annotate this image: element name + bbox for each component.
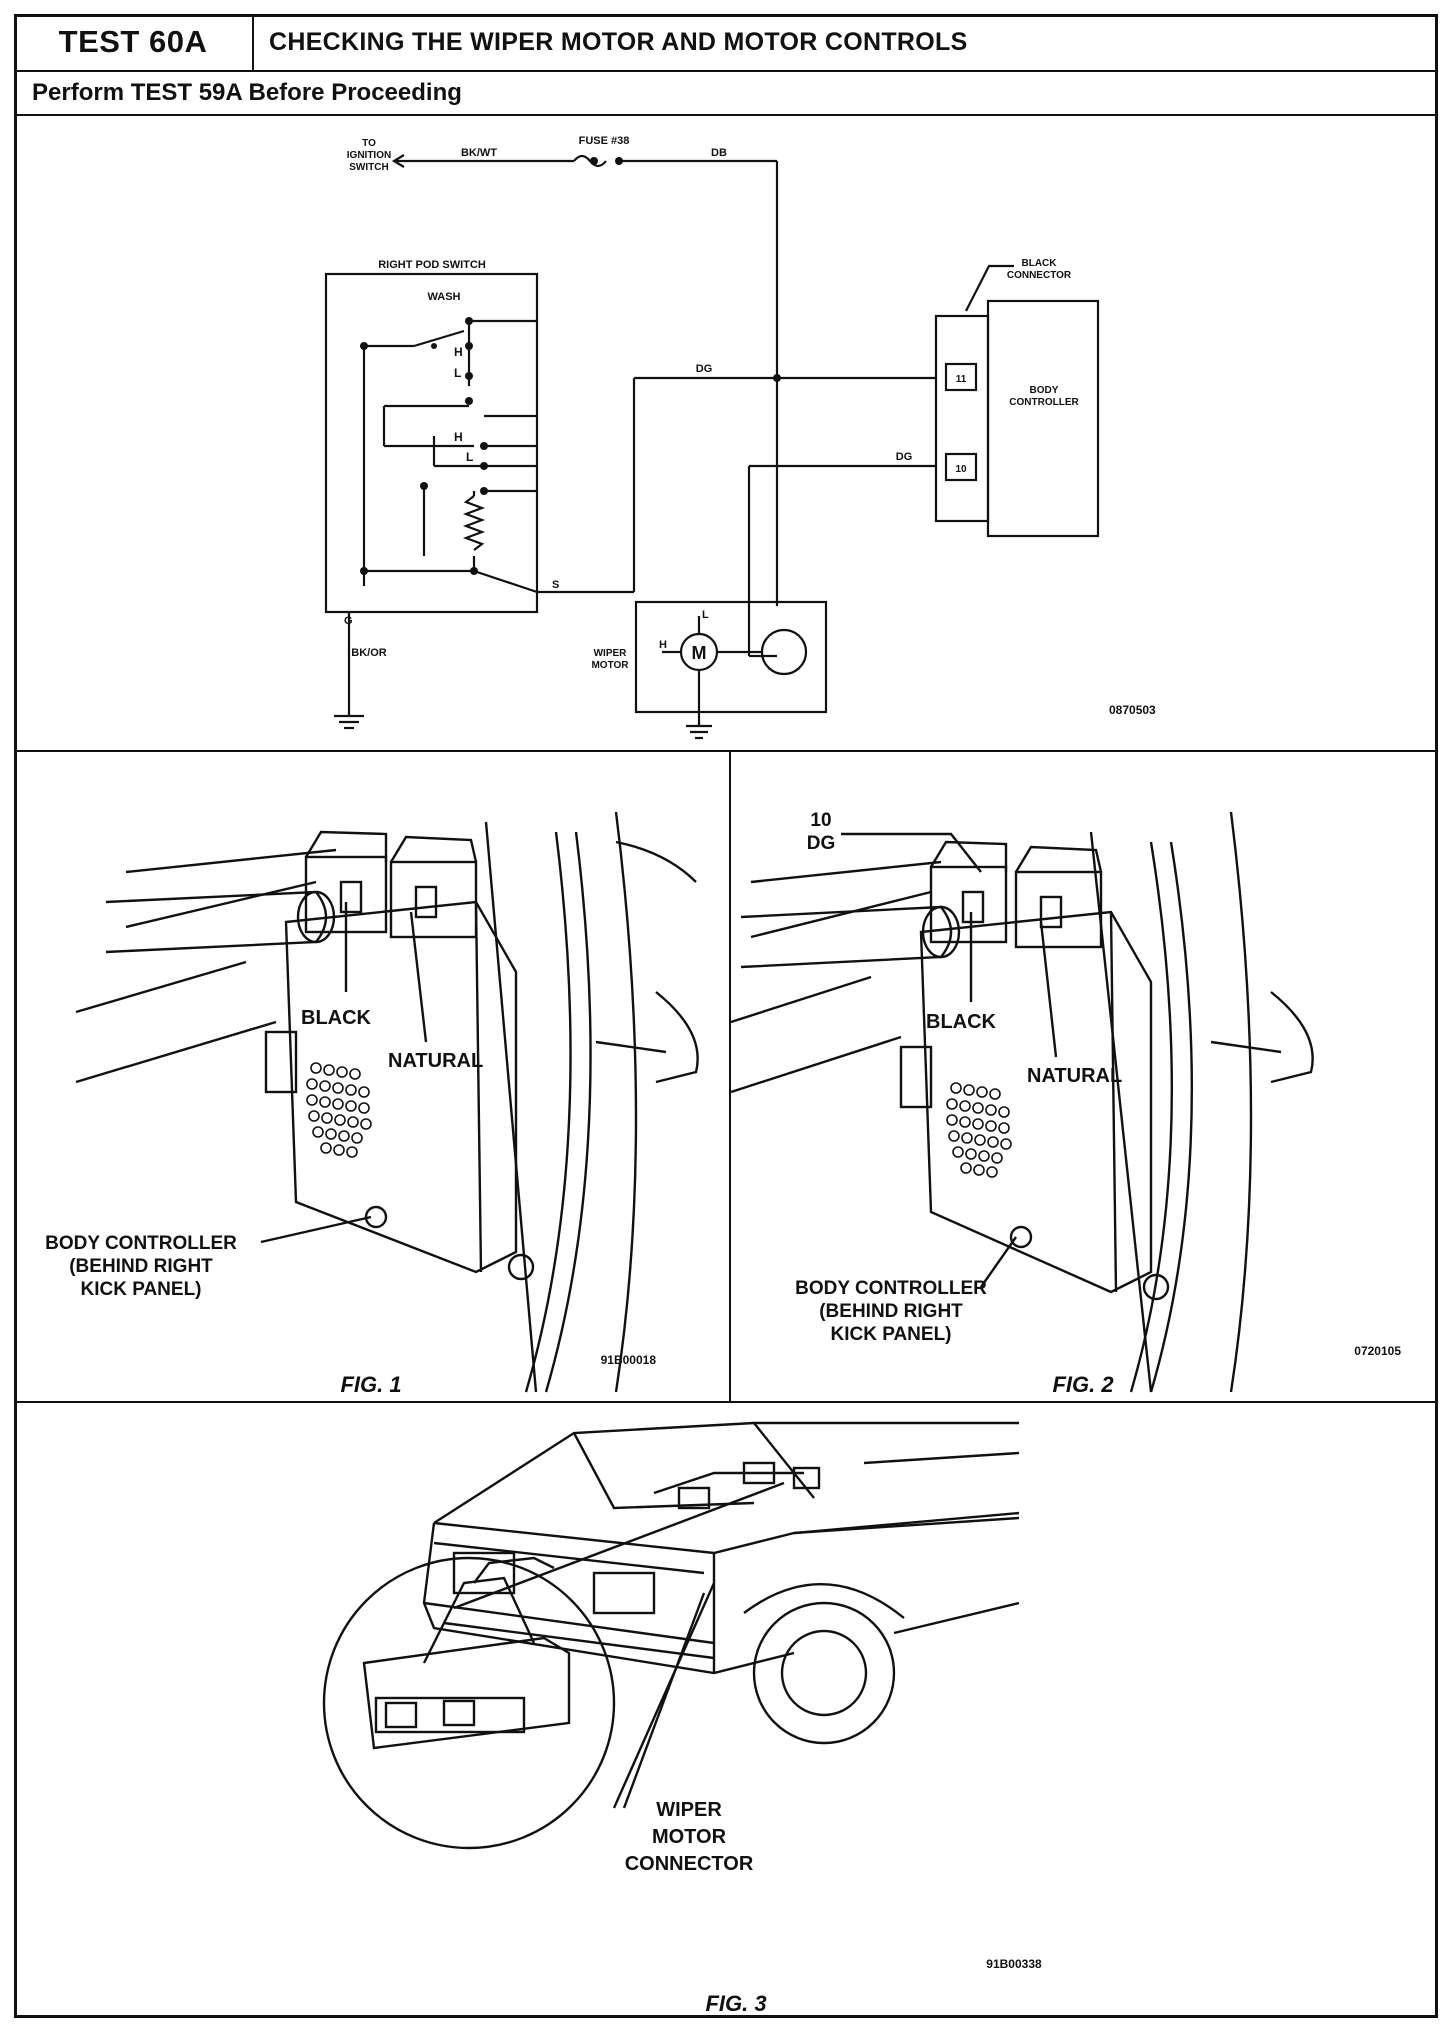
- test-title: CHECKING THE WIPER MOTOR AND MOTOR CONTR…: [269, 27, 968, 56]
- page-frame: [14, 14, 1438, 2018]
- fig1-callout-2: (BEHIND RIGHT: [69, 1256, 213, 1277]
- fig2-label-pin-10: 10: [810, 810, 831, 831]
- label-pin-s: S: [552, 579, 559, 591]
- label-h1: H: [454, 345, 463, 359]
- label-pin-11: 11: [956, 374, 967, 385]
- label-l2: L: [466, 450, 473, 464]
- label-fuse: FUSE #38: [579, 135, 630, 147]
- fig2-label-black: BLACK: [926, 1011, 997, 1033]
- divider-schematic: [14, 750, 1438, 752]
- label-body-controller-1: BODY: [1030, 385, 1059, 396]
- label-l1: L: [454, 366, 461, 380]
- fig1-caption: FIG. 1: [340, 1372, 401, 1397]
- label-wire-dg-low: DG: [896, 451, 913, 463]
- label-wiper-motor-1: WIPER: [594, 648, 628, 659]
- label-motor-h: H: [659, 639, 667, 651]
- label-bkor: BK/OR: [351, 647, 387, 659]
- divider-figs: [14, 1401, 1438, 1403]
- wiper-schematic: TO IGNITION SWITCH BK/WT FUSE #38 DB RIG…: [324, 135, 1156, 740]
- label-h2: H: [454, 430, 463, 444]
- label-wire-top: DB: [711, 147, 727, 159]
- fig1-callout-1: BODY CONTROLLER: [45, 1233, 237, 1254]
- label-motor-l: L: [702, 609, 709, 621]
- fig2-label-natural: NATURAL: [1027, 1065, 1122, 1087]
- fig2-label-dg: DG: [807, 833, 836, 854]
- header-row: TEST 60A CHECKING THE WIPER MOTOR AND MO…: [14, 14, 1438, 72]
- test-id: TEST 60A: [14, 14, 254, 70]
- fig3-label-2: MOTOR: [652, 1826, 727, 1848]
- label-to-ignition-3: SWITCH: [349, 162, 388, 173]
- label-right-pod-switch: RIGHT POD SWITCH: [378, 259, 486, 271]
- fig1-illustration: BLACK NATURAL BODY CONTROLLER (BEHIND RI…: [45, 811, 699, 1397]
- label-wash: WASH: [428, 291, 461, 303]
- fig2-callout-1: BODY CONTROLLER: [795, 1278, 987, 1299]
- schematic-code: 0870503: [1109, 703, 1156, 717]
- fig3-label-1: WIPER: [656, 1799, 722, 1821]
- fig1-label-black: BLACK: [301, 1007, 372, 1029]
- fig2-callout-3: KICK PANEL): [830, 1324, 951, 1345]
- label-wire-dg-mid: DG: [696, 363, 713, 375]
- label-to-ignition-2: IGNITION: [347, 150, 391, 161]
- fig1-label-natural: NATURAL: [388, 1050, 483, 1072]
- fig3-label-3: CONNECTOR: [625, 1853, 754, 1875]
- label-pin-10: 10: [955, 464, 967, 475]
- fig2-callout-2: (BEHIND RIGHT: [819, 1301, 963, 1322]
- prerequisite-note: Perform TEST 59A Before Proceeding: [14, 72, 1438, 116]
- fig1-callout-3: KICK PANEL): [80, 1279, 201, 1300]
- label-to-ignition-1: TO: [362, 138, 376, 149]
- fig3-caption: FIG. 3: [705, 1991, 766, 2016]
- label-motor-m: M: [692, 643, 707, 663]
- fig2-illustration: 10 DG BLACK NATURAL BODY CONTROLLER (BEH…: [731, 810, 1401, 1397]
- label-body-controller-2: CONTROLLER: [1009, 397, 1079, 408]
- label-black-connector-2: CONNECTOR: [1007, 270, 1072, 281]
- label-bkwt: BK/WT: [461, 147, 497, 159]
- divider-fig1-fig2: [729, 750, 731, 1401]
- label-wiper-motor-2: MOTOR: [591, 660, 629, 671]
- label-black-connector-1: BLACK: [1022, 258, 1058, 269]
- label-pin-g: G: [344, 615, 353, 627]
- fig3-code: 91B00338: [986, 1957, 1042, 1971]
- fig3-illustration: WIPER MOTOR CONNECTOR 91B00338 FIG. 3: [322, 1421, 1042, 2016]
- fig2-code: 0720105: [1354, 1344, 1401, 1358]
- fig2-caption: FIG. 2: [1052, 1372, 1114, 1397]
- fig1-code: 91B00018: [601, 1353, 657, 1367]
